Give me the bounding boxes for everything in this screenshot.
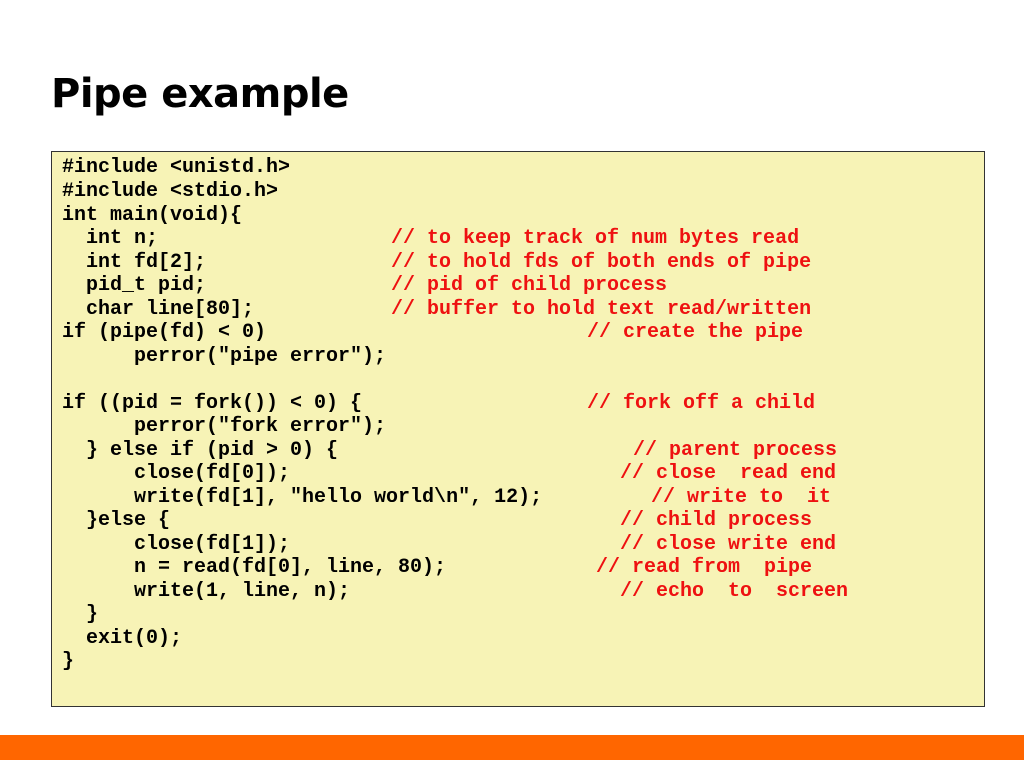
- code-text: }: [62, 603, 99, 626]
- code-text: close(fd[0]);: [62, 462, 291, 485]
- code-text: write(1, line, n);: [62, 580, 351, 603]
- code-line: perror("fork error");: [62, 415, 386, 439]
- code-line: int fd[2];: [62, 251, 206, 275]
- slide-title: Pipe example: [51, 71, 349, 117]
- code-text: #include <unistd.h>: [62, 156, 291, 179]
- code-text: int main(void){: [62, 204, 243, 227]
- code-text: } else if (pid > 0) {: [62, 439, 339, 462]
- code-comment: // to keep track of num bytes read: [391, 227, 800, 250]
- code-text: #include <stdio.h>: [62, 180, 279, 203]
- code-comment: // child process: [620, 509, 813, 532]
- code-text: pid_t pid;: [62, 274, 207, 297]
- code-line: exit(0);: [62, 627, 182, 651]
- code-block: #include <unistd.h> #include <stdio.h> i…: [51, 151, 985, 707]
- code-text: if (pipe(fd) < 0): [62, 321, 267, 344]
- code-text: n = read(fd[0], line, 80);: [62, 556, 447, 579]
- code-line: pid_t pid;: [62, 274, 206, 298]
- footer-accent-bar: [0, 735, 1024, 760]
- code-text: if ((pid = fork()) < 0) {: [62, 392, 363, 415]
- code-text: write(fd[1], "hello world\n", 12);: [62, 486, 543, 509]
- code-comment: // close write end: [620, 533, 837, 556]
- code-comment: // close read end: [620, 462, 837, 485]
- code-comment: // write to it: [651, 486, 832, 509]
- code-line: close(fd[0]);: [62, 462, 290, 486]
- code-comment: // fork off a child: [587, 392, 816, 415]
- code-text: }else {: [62, 509, 171, 532]
- code-line: #include <unistd.h>: [62, 156, 290, 180]
- code-line: if (pipe(fd) < 0): [62, 321, 266, 345]
- code-line: } else if (pid > 0) {: [62, 439, 338, 463]
- code-comment: // pid of child process: [391, 274, 668, 297]
- code-line: int main(void){: [62, 204, 242, 228]
- code-comment: // read from pipe: [596, 556, 813, 579]
- code-line: perror("pipe error");: [62, 345, 386, 369]
- code-text: perror("fork error");: [62, 415, 387, 438]
- code-text: exit(0);: [62, 627, 183, 650]
- code-line: }else {: [62, 509, 170, 533]
- code-comment: // create the pipe: [587, 321, 804, 344]
- code-line: write(fd[1], "hello world\n", 12);: [62, 486, 542, 510]
- code-text: int n;: [62, 227, 159, 250]
- code-text: close(fd[1]);: [62, 533, 291, 556]
- code-line: }: [62, 650, 74, 674]
- code-comment: // parent process: [633, 439, 838, 462]
- code-text: }: [62, 650, 75, 673]
- code-line: int n;: [62, 227, 158, 251]
- code-line: close(fd[1]);: [62, 533, 290, 557]
- code-line: char line[80];: [62, 298, 254, 322]
- code-text: char line[80];: [62, 298, 255, 321]
- code-line: write(1, line, n);: [62, 580, 350, 604]
- code-comment: // to hold fds of both ends of pipe: [391, 251, 812, 274]
- code-comment: // echo to screen: [620, 580, 849, 603]
- code-line: }: [62, 603, 98, 627]
- code-text: perror("pipe error");: [62, 345, 387, 368]
- code-line: #include <stdio.h>: [62, 180, 278, 204]
- code-comment: // buffer to hold text read/written: [391, 298, 812, 321]
- code-line: if ((pid = fork()) < 0) {: [62, 392, 362, 416]
- code-line: n = read(fd[0], line, 80);: [62, 556, 446, 580]
- code-text: int fd[2];: [62, 251, 207, 274]
